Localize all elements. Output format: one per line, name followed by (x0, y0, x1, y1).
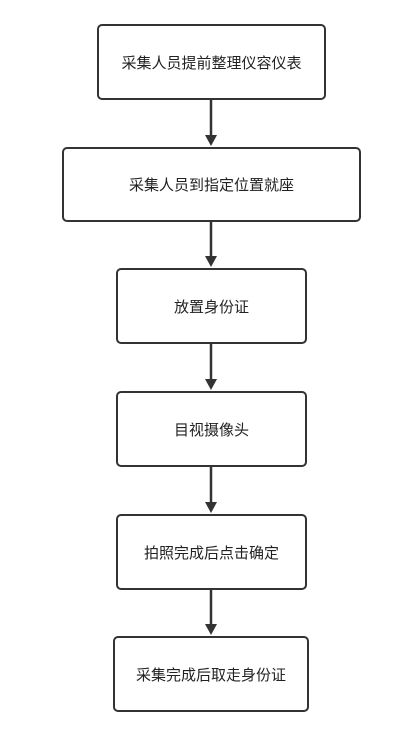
arrowhead-3 (205, 379, 217, 390)
step-3-label: 放置身份证 (173, 297, 249, 316)
step-1-box: 采集人员提前整理仪容仪表 (97, 24, 326, 100)
arrowhead-5 (205, 624, 217, 635)
arrowhead-1 (205, 135, 217, 146)
arrowhead-4 (205, 502, 217, 513)
step-3-box: 放置身份证 (116, 268, 307, 344)
step-6-label: 采集完成后取走身份证 (135, 665, 286, 684)
step-2-label: 采集人员到指定位置就座 (128, 176, 294, 194)
arrowhead-2 (205, 256, 217, 267)
step-4-label: 目视摄像头 (173, 420, 249, 439)
step-4-box: 目视摄像头 (116, 391, 307, 467)
step-5-box: 拍照完成后点击确定 (116, 514, 307, 590)
step-1-label: 采集人员提前整理仪容仪表 (121, 53, 302, 72)
step-2-box: 采集人员到指定位置就座 (62, 147, 361, 222)
step-5-label: 拍照完成后点击确定 (143, 543, 279, 562)
step-6-box: 采集完成后取走身份证 (113, 636, 309, 712)
